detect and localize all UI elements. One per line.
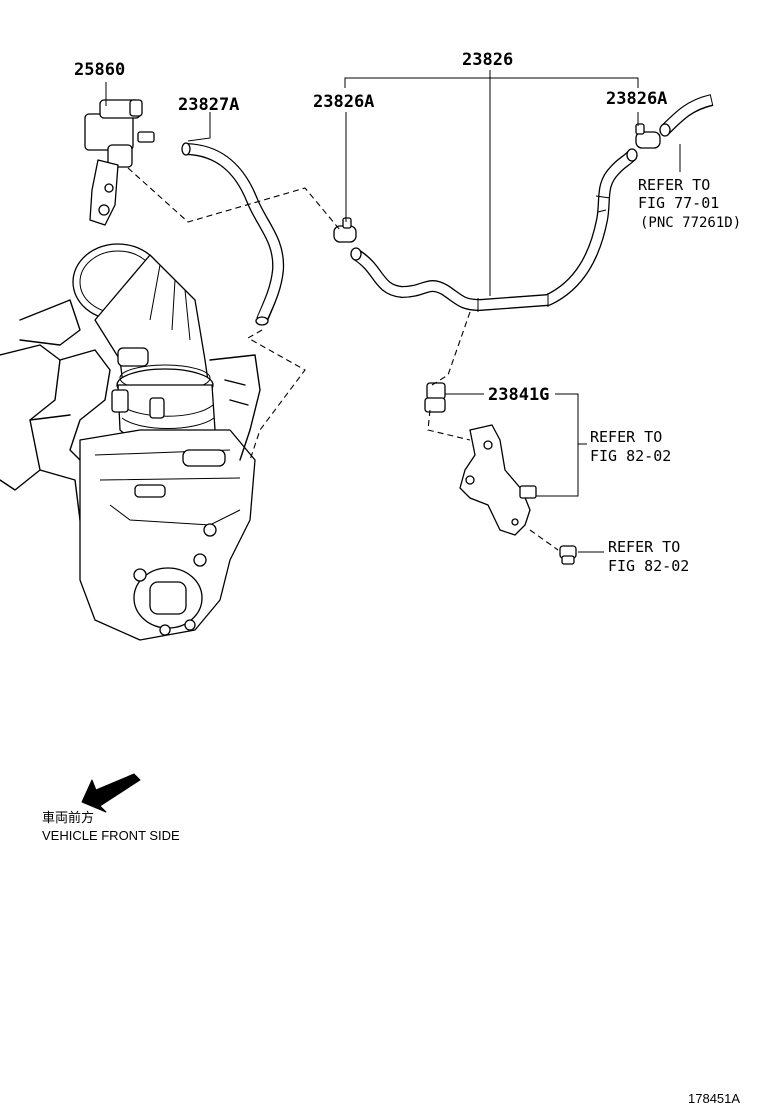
hose-part-23827A bbox=[181, 142, 285, 326]
vehicle-front-label-jp: 車両前方 bbox=[42, 810, 94, 825]
figure-id: 178451A bbox=[688, 1091, 740, 1106]
refer-82-02-bracket-line1: REFER TO bbox=[590, 428, 662, 446]
dashed-connection-lines bbox=[127, 167, 559, 551]
label-23826A-left: 23826A bbox=[313, 92, 374, 112]
refer-82-02-bolt-line2: FIG 82-02 bbox=[608, 557, 689, 575]
refer-77-01-line1: REFER TO bbox=[638, 176, 710, 194]
hose-fig-77-01 bbox=[659, 94, 714, 137]
clamp-23826A-left bbox=[333, 217, 357, 243]
label-23826A-right: 23826A bbox=[606, 89, 667, 109]
refer-77-01-line3: (PNC 77261D) bbox=[640, 215, 741, 231]
label-23826: 23826 bbox=[462, 50, 513, 70]
bracket-fig-82-02 bbox=[459, 424, 537, 536]
engine-assembly-illustration bbox=[0, 243, 261, 641]
bolt bbox=[559, 545, 577, 565]
vsv-part-25860 bbox=[84, 99, 155, 226]
refer-82-02-bracket-line2: FIG 82-02 bbox=[590, 447, 671, 465]
vehicle-front-arrow-icon bbox=[81, 773, 141, 813]
refer-82-02-bolt-line1: REFER TO bbox=[608, 538, 680, 556]
label-23827A: 23827A bbox=[178, 95, 239, 115]
label-25860: 25860 bbox=[74, 60, 125, 80]
leader-lines bbox=[105, 70, 681, 553]
refer-77-01-line2: FIG 77-01 bbox=[638, 194, 719, 212]
hose-part-23826 bbox=[350, 148, 638, 312]
clip-23841G bbox=[424, 382, 446, 413]
vehicle-front-label-en: VEHICLE FRONT SIDE bbox=[42, 828, 180, 843]
label-23841G: 23841G bbox=[488, 385, 549, 405]
clamp-23826A-right bbox=[635, 123, 661, 149]
